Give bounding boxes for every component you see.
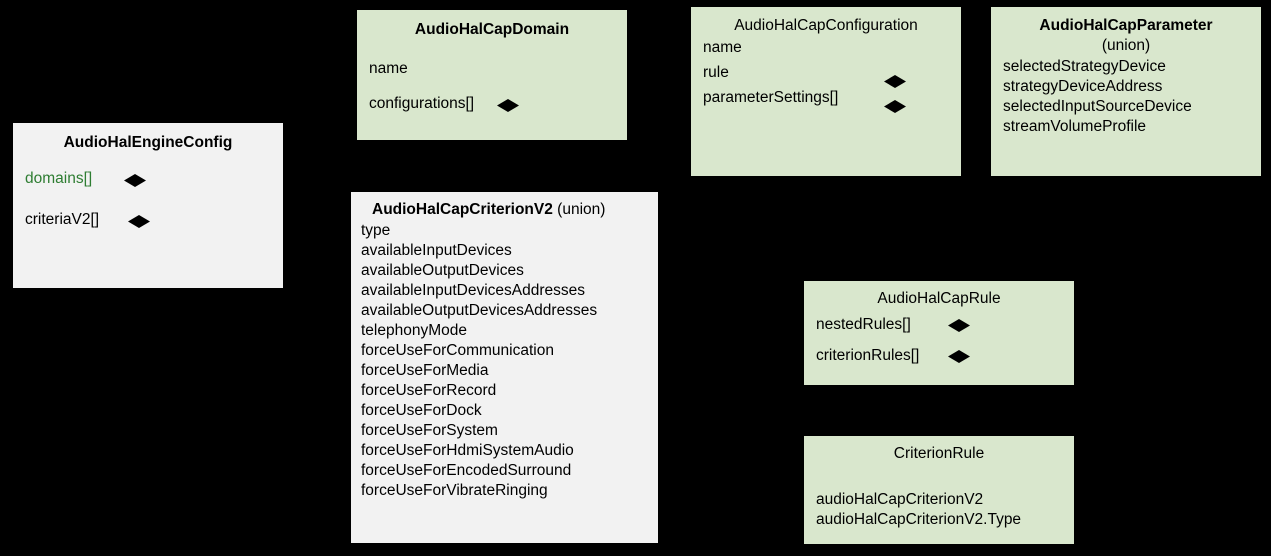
node-attributes: type availableInputDevices availableOutp… <box>361 221 648 501</box>
node-title: AudioHalCapRule <box>877 290 1001 307</box>
attribute-rule[interactable]: rule <box>703 64 729 81</box>
attribute-available-output-devices[interactable]: availableOutputDevices <box>361 262 524 279</box>
attribute-force-use-for-encoded-surround[interactable]: forceUseForEncodedSurround <box>361 462 572 479</box>
node-audio-hal-cap-configuration[interactable]: AudioHalCapConfiguration name rule param… <box>691 7 961 176</box>
attribute-stream-volume-profile[interactable]: streamVolumeProfile <box>1003 118 1147 135</box>
node-title: AudioHalCapDomain <box>414 21 570 38</box>
attribute-force-use-for-system[interactable]: forceUseForSystem <box>361 422 498 439</box>
attribute-nested-rules[interactable]: nestedRules[] <box>816 316 911 333</box>
node-title: AudioHalCapCriterionV2 (union) <box>361 200 648 220</box>
node-criterion-rule[interactable]: CriterionRule audioHalCapCriterionV2 aud… <box>804 436 1074 544</box>
attribute-available-input-devices[interactable]: availableInputDevices <box>361 242 512 259</box>
node-title-text: AudioHalCapCriterionV2 <box>372 201 553 218</box>
attribute-domains[interactable]: domains[] <box>25 170 93 187</box>
attribute-available-output-devices-addresses[interactable]: availableOutputDevicesAddresses <box>361 302 598 319</box>
node-subtitle: (union) <box>557 201 606 218</box>
node-attributes: domains[] criteriaV2[] <box>25 169 271 230</box>
node-audio-hal-cap-parameter[interactable]: AudioHalCapParameter (union) selectedStr… <box>991 7 1261 176</box>
node-attributes: nestedRules[] criterionRules[] <box>816 315 1062 366</box>
attribute-criterion-rules[interactable]: criterionRules[] <box>816 347 920 364</box>
node-title: CriterionRule <box>893 445 985 462</box>
attribute-telephony-mode[interactable]: telephonyMode <box>361 322 467 339</box>
background-gap-engine-right <box>283 110 351 295</box>
composition-diamond-domains <box>124 174 146 187</box>
background-gap-config-parameter <box>961 0 991 185</box>
composition-diamond-criterionrules <box>948 350 970 363</box>
attribute-criteriav2[interactable]: criteriaV2[] <box>25 211 100 228</box>
node-subtitle: (union) <box>1101 37 1151 54</box>
attribute-force-use-for-dock[interactable]: forceUseForDock <box>361 402 482 419</box>
node-attributes: selectedStrategyDevice strategyDeviceAdd… <box>1003 57 1249 137</box>
attribute-parametersettings[interactable]: parameterSettings[] <box>703 89 839 106</box>
background-gap-rule-right <box>1074 281 1271 391</box>
node-attributes: name configurations[] <box>369 59 615 114</box>
node-title: AudioHalCapConfiguration <box>734 17 918 34</box>
attribute-name[interactable]: name <box>369 60 408 77</box>
node-attributes: name rule parameterSettings[] <box>703 38 949 108</box>
attribute-force-use-for-vibrate-ringing[interactable]: forceUseForVibrateRinging <box>361 482 548 499</box>
attribute-strategy-device-address[interactable]: strategyDeviceAddress <box>1003 78 1163 95</box>
attribute-audio-hal-cap-criterion-v2-type[interactable]: audioHalCapCriterionV2.Type <box>816 511 1022 528</box>
attribute-force-use-for-record[interactable]: forceUseForRecord <box>361 382 497 399</box>
attribute-configurations[interactable]: configurations[] <box>369 95 475 112</box>
composition-diamond-rule <box>884 75 906 88</box>
attribute-force-use-for-media[interactable]: forceUseForMedia <box>361 362 489 379</box>
composition-diamond-nestedrules <box>948 319 970 332</box>
attribute-name[interactable]: name <box>703 39 742 56</box>
node-audio-hal-engine-config[interactable]: AudioHalEngineConfig domains[] criteriaV… <box>13 123 283 288</box>
attribute-force-use-for-communication[interactable]: forceUseForCommunication <box>361 342 554 359</box>
attribute-type[interactable]: type <box>361 222 391 239</box>
attribute-selected-input-source-device[interactable]: selectedInputSourceDevice <box>1003 98 1192 115</box>
node-title: AudioHalEngineConfig <box>63 134 233 151</box>
attribute-audio-hal-cap-criterion-v2[interactable]: audioHalCapCriterionV2 <box>816 491 984 508</box>
attribute-available-input-devices-addresses[interactable]: availableInputDevicesAddresses <box>361 282 586 299</box>
attribute-selected-strategy-device[interactable]: selectedStrategyDevice <box>1003 58 1166 75</box>
node-audio-hal-cap-criterion-v2[interactable]: AudioHalCapCriterionV2 (union) type avai… <box>351 192 658 543</box>
composition-diamond-criteriav2 <box>128 215 150 228</box>
background-gap-domain-config <box>627 0 691 185</box>
node-title: AudioHalCapParameter <box>1039 17 1213 34</box>
attribute-force-use-for-hdmi-system-audio[interactable]: forceUseForHdmiSystemAudio <box>361 442 574 459</box>
background-gap-rule-bottom <box>804 385 1074 436</box>
composition-diamond-parametersettings <box>884 100 906 113</box>
node-audio-hal-cap-domain[interactable]: AudioHalCapDomain name configurations[] <box>357 10 627 140</box>
composition-diamond-configurations <box>497 99 519 112</box>
node-attributes: audioHalCapCriterionV2 audioHalCapCriter… <box>816 490 1062 530</box>
node-audio-hal-cap-rule[interactable]: AudioHalCapRule nestedRules[] criterionR… <box>804 281 1074 385</box>
